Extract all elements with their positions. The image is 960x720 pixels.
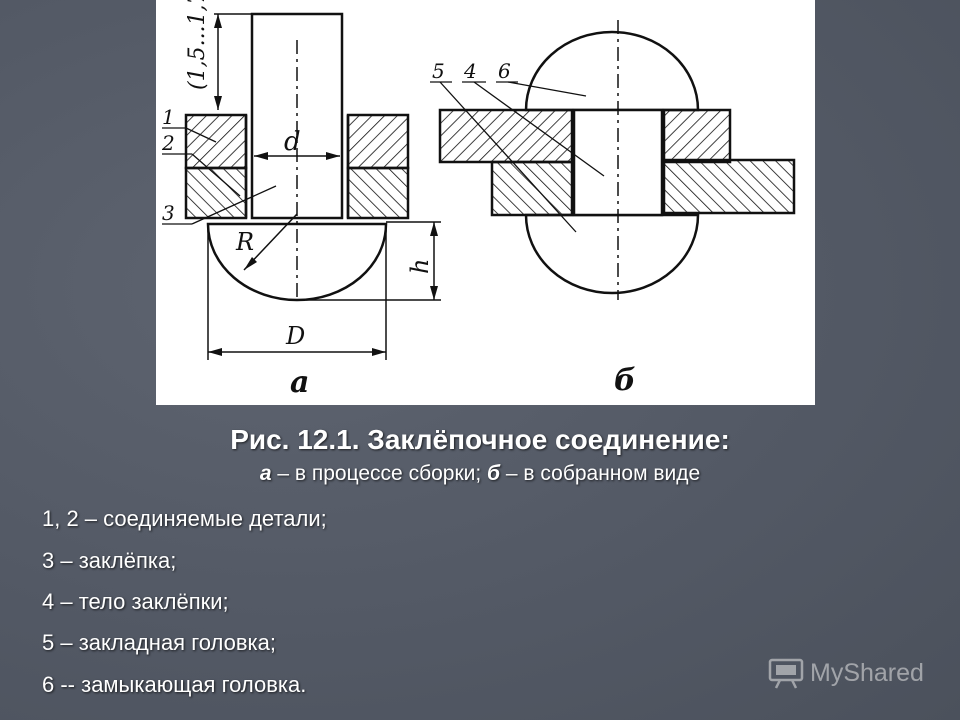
label-3: 3 [162,201,175,225]
plate-bottom-left [490,160,574,217]
closing-head [524,30,700,112]
legend-item-parts: 1, 2 – соединяемые детали; [42,506,327,531]
plate-1-right [346,113,410,170]
dimension-D-label: D [285,322,305,350]
plate-2-right [346,166,410,220]
dimension-d-label: d [284,127,301,157]
dimension-height-label: (1,5...1,7)d [185,0,210,90]
view-b-label: б [614,363,636,398]
label-1: 1 [162,105,175,129]
view-b [430,20,796,300]
dimension-h-label: h [406,259,434,274]
legend-item-rivet-body: 4 – тело заклёпки; [42,589,229,614]
view-a-label: а [290,365,309,400]
figure-caption-subtitle: а – в процессе сборки; б – в собранном в… [0,462,960,486]
caption-letter-b: б [487,462,501,485]
label-2: 2 [161,131,175,155]
rivet-joint-figure: (1,5...1,7)d d R h D 1 2 3 а [156,0,815,405]
presentation-board-icon [768,658,804,689]
caption-text-a: – в процессе сборки; [271,462,488,485]
legend-item-rivet: 3 – заклёпка; [42,548,177,573]
figure-caption-title: Рис. 12.1. Заклёпочное соединение: [230,424,730,455]
legend-item-manufactured-head: 5 – закладная головка; [42,630,276,655]
manufactured-head [524,213,700,295]
watermark-text: MyShared [810,658,924,687]
label-5: 5 [432,59,445,83]
plate-bottom-right [662,158,796,215]
caption-letter-a: а [259,462,272,485]
label-6: 6 [498,59,511,83]
view-a [162,12,441,360]
label-4: 4 [463,59,477,83]
watermark: MyShared [768,656,924,690]
caption-text-b: – в собранном виде [500,462,701,485]
plate-top-right [662,108,732,164]
dimension-r-label: R [235,228,254,256]
legend-item-closing-head: 6 -- замыкающая головка. [42,672,307,697]
